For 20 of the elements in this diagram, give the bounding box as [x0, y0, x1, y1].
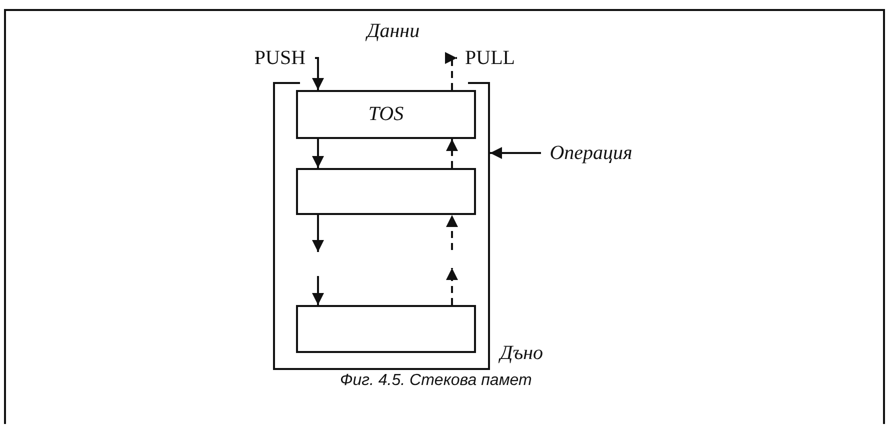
arrow: [445, 52, 457, 90]
arrow: [446, 268, 458, 305]
arrow: [446, 215, 458, 250]
cell-text: TOS: [368, 103, 404, 126]
data-label: Данни: [367, 20, 420, 43]
arrow: [446, 139, 458, 168]
arrow: [490, 147, 541, 159]
caption: Фиг. 4.5. Стекова памет: [340, 372, 532, 390]
operation-label: Операция: [541, 141, 641, 165]
stack-container: [273, 82, 490, 370]
arrow: [312, 215, 324, 252]
stack-cell: [296, 168, 476, 215]
stack-cell: [296, 90, 476, 139]
annotation-text: Дъно: [500, 342, 544, 365]
arrow: [312, 276, 324, 305]
operation-label: PULL: [457, 46, 523, 70]
stack-cell: [296, 305, 476, 353]
operation-label: PUSH: [245, 46, 315, 70]
arrow: [312, 139, 324, 168]
arrow: [312, 57, 324, 90]
